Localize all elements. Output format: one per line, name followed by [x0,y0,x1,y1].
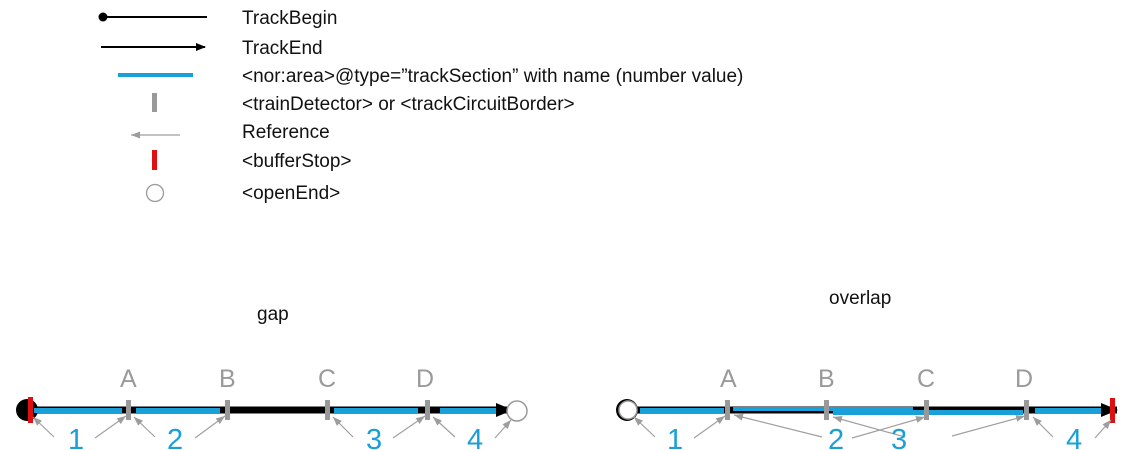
legend-item-track-end: TrackEnd [101,38,323,59]
gap-reference-arrows [32,415,512,439]
buffer-stop-icon [152,150,157,170]
gap-detectors [126,400,430,420]
legend-label-track-end: TrackEnd [242,38,323,59]
overlap-section-label-1: 1 [667,424,683,450]
gap-detector-c [325,400,330,420]
gap-ref-2-end [194,415,226,439]
legend-label-train-detector: <trainDetector> or <trackCircuitBorder> [242,94,575,115]
legend: TrackBegin TrackEnd <nor:area>@type=”tra… [98,8,743,204]
gap-diagram: gap A B C D [16,304,528,450]
overlap-section-label-3: 3 [891,424,907,450]
overlap-diagram: overlap A B C D [616,288,1118,450]
overlap-open-end [618,400,638,420]
overlap-section-label-2: 2 [828,424,844,450]
overlap-detector-label-b: B [818,365,835,393]
overlap-section-label-4: 4 [1066,424,1082,450]
overlap-ref-1-begin [633,416,656,438]
legend-item-open-end: <openEnd> [145,183,340,204]
overlap-detector-label-c: C [917,365,935,393]
gap-ref-4-begin [432,416,456,438]
overlap-section-labels: 1 2 3 4 [667,424,1082,450]
gap-section-2 [136,408,220,413]
overlap-section-2 [733,407,913,411]
overlap-detector-label-d: D [1015,365,1033,393]
gap-ref-3-end [392,415,426,439]
legend-label-track-section: <nor:area>@type=”trackSection” with name… [242,66,743,87]
gap-section-label-1: 1 [68,424,84,450]
overlap-section-1 [640,408,724,413]
gap-section-label-4: 4 [467,424,483,450]
gap-caption: gap [257,304,289,325]
gap-ref-1-begin [32,416,55,438]
legend-item-track-begin: TrackBegin [98,8,337,29]
overlap-section-4 [1035,408,1101,413]
overlap-ref-4-end [1094,419,1112,439]
gap-section-3 [334,408,418,413]
gap-section-label-2: 2 [167,424,183,450]
gap-detector-labels: A B C D [120,365,434,393]
gap-ref-2-begin [133,416,156,438]
legend-item-train-detector: <trainDetector> or <trackCircuitBorder> [152,93,575,115]
overlap-detectors [725,400,1029,420]
overlap-caption: overlap [829,288,891,309]
train-detector-icon [152,93,157,112]
overlap-detector-c [924,400,929,420]
overlap-ref-1-end [693,415,726,439]
gap-detector-a [126,400,131,420]
gap-detector-b [225,400,230,420]
gap-ref-1-end [94,415,127,439]
legend-label-track-begin: TrackBegin [242,8,337,29]
gap-section-label-3: 3 [366,424,382,450]
gap-buffer-stop [28,397,33,423]
overlap-ref-3-end [951,415,1026,437]
legend-label-open-end: <openEnd> [242,183,340,204]
overlap-ref-3-begin [832,416,906,438]
overlap-detector-labels: A B C D [720,365,1033,393]
legend-item-buffer-stop: <bufferStop> [152,150,352,172]
gap-ref-4-end [494,419,512,439]
gap-detector-label-b: B [219,365,236,393]
overlap-ref-2-end [851,416,926,439]
gap-detector-label-d: D [416,365,434,393]
overlap-buffer-stop [1110,398,1115,423]
gap-section-4 [440,408,496,413]
overlap-detector-d [1024,400,1029,420]
overlap-ref-2-begin [733,413,823,438]
overlap-detector-a [725,400,730,420]
gap-section-labels: 1 2 3 4 [68,424,483,450]
overlap-reference-arrows [633,413,1112,439]
gap-sections [34,408,496,413]
overlap-detector-b [824,400,829,420]
gap-open-end [506,400,528,422]
open-end-icon [145,183,165,203]
overlap-ref-4-begin [1032,416,1054,438]
track-begin-icon [98,12,207,22]
legend-item-track-section: <nor:area>@type=”trackSection” with name… [118,66,743,87]
gap-detector-label-c: C [318,365,336,393]
legend-label-buffer-stop: <bufferStop> [242,151,352,172]
gap-detector-d [425,400,430,420]
gap-section-1 [34,408,122,413]
legend-label-reference: Reference [242,122,330,143]
gap-ref-3-begin [332,416,354,438]
legend-item-reference: Reference [131,122,330,143]
overlap-detector-label-a: A [720,365,737,393]
gap-detector-label-a: A [120,365,137,393]
